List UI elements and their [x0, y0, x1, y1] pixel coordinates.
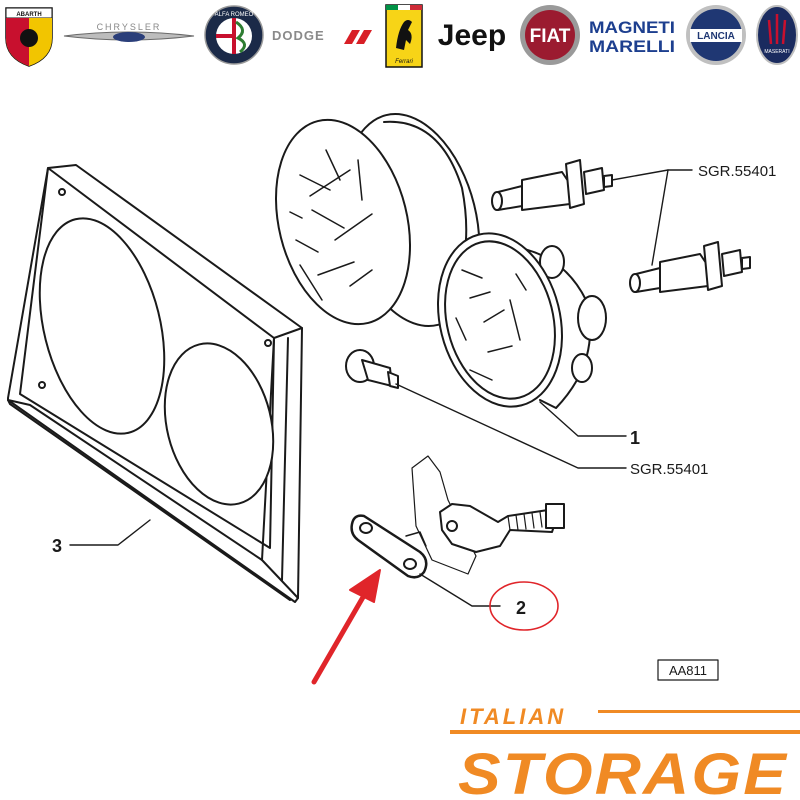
leader-bulb-small [395, 383, 627, 469]
leader-part-3 [69, 519, 151, 546]
red-arrow-shaft [311, 589, 369, 685]
diagram-code-text: AA811 [669, 663, 707, 678]
brand-line-storage: STORAGE [458, 742, 788, 800]
maserati-logo-text: MASERATI [764, 49, 789, 55]
fiat-logo: FIAT [520, 5, 580, 65]
dodge-logo-text: DODGE [272, 28, 325, 43]
lancia-logo: LANCIA [686, 5, 746, 65]
callout-ref-bulb-top: SGR.55401 [698, 163, 776, 180]
jeep-logo: Jeep [438, 19, 506, 52]
diagram-code-box: AA811 [657, 659, 719, 681]
highlight-circle-part-2 [489, 581, 559, 631]
callout-part-1: 1 [630, 428, 640, 448]
leader-bulb-upper [611, 169, 693, 181]
alfa-romeo-logo: ALFA ROMEO [204, 5, 264, 65]
brand-rule-top [598, 710, 800, 713]
abarth-logo: ABARTH [5, 7, 53, 67]
maserati-logo: MASERATI [756, 5, 798, 65]
lancia-logo-text: LANCIA [697, 31, 735, 42]
magneti-marelli-logo-text-2: MARELLI [589, 37, 675, 56]
bulb-small [345, 349, 399, 389]
brand-rule-bottom [450, 730, 800, 734]
magneti-marelli-logo-text-1: MAGNETI [589, 18, 675, 37]
bulb-lower [629, 241, 751, 293]
brand-line-italian: ITALIAN [460, 704, 566, 729]
fiat-logo-text: FIAT [530, 26, 571, 47]
callout-ref-bulb-small: SGR.55401 [630, 461, 708, 478]
leader-part-2 [419, 573, 501, 607]
leader-bulb-lower [651, 169, 669, 266]
highlight-annotations [311, 569, 559, 685]
red-arrow-head [349, 569, 381, 603]
brand-logo-strip: ABARTH CHRYSLER ALFA ROMEO DODGE [5, 4, 798, 68]
gasket-part-2 [350, 514, 428, 579]
jeep-logo-text: Jeep [438, 19, 506, 52]
abarth-logo-text: ABARTH [16, 12, 41, 18]
magneti-marelli-logo: MAGNETI MARELLI [589, 18, 675, 56]
leader-part-1 [539, 401, 627, 437]
adjuster-bracket [411, 455, 565, 575]
dodge-logo: DODGE [272, 28, 372, 44]
headlight-small [437, 232, 607, 409]
alfa-romeo-logo-text: ALFA ROMEO [215, 12, 254, 18]
ferrari-logo-text: Ferrari [395, 59, 413, 65]
callout-part-3: 3 [52, 536, 62, 556]
chrysler-logo: CHRYSLER [63, 22, 195, 42]
callout-part-2: 2 [516, 598, 526, 618]
ferrari-logo: Ferrari [385, 4, 423, 68]
italian-storage-logo: ITALIAN STORAGE [450, 704, 800, 800]
chrysler-logo-text: CHRYSLER [97, 22, 162, 32]
headlight-frame-part-3 [7, 164, 303, 603]
callout-labels: SGR.55401 1 SGR.55401 2 3 [52, 163, 776, 618]
bulb-upper [491, 159, 613, 211]
